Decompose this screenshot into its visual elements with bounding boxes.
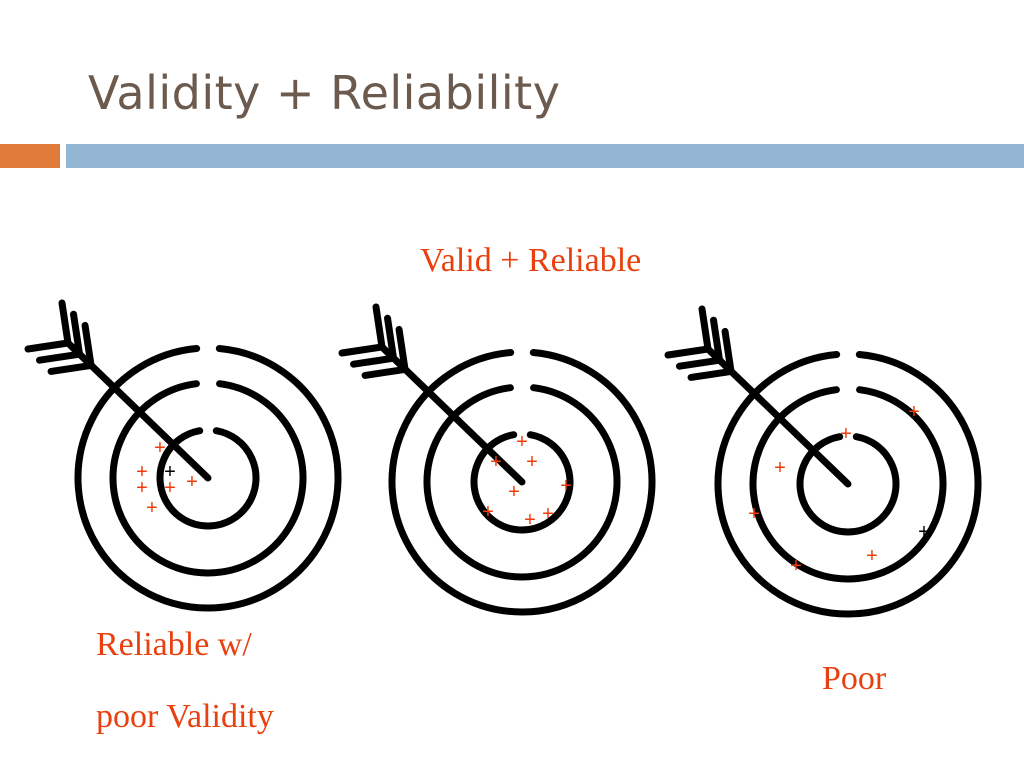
marker-red: + — [748, 503, 760, 525]
marker-red: + — [482, 501, 494, 523]
marker-red: + — [164, 477, 176, 499]
arrow-feather — [36, 350, 84, 364]
caption-reliable-poor-validity-line2: poor Validity — [96, 698, 274, 735]
accent-bar-blue — [66, 144, 1024, 168]
marker-black: + — [164, 461, 176, 483]
marker-red: + — [790, 555, 802, 577]
arrow-feather — [721, 327, 735, 375]
arrow-feather — [361, 365, 409, 379]
caption-poor: Poor — [822, 660, 887, 697]
arrow-feather — [24, 339, 72, 353]
target-ring — [388, 349, 656, 616]
target-ring — [109, 380, 307, 577]
marker-red: + — [186, 471, 198, 493]
marker-red: + — [840, 423, 852, 445]
arrow-feather — [395, 325, 409, 373]
arrow-feather — [664, 345, 712, 359]
marker-red: + — [490, 451, 502, 473]
target-ring — [74, 345, 342, 612]
marker-red: + — [526, 451, 538, 473]
marker-red: + — [154, 437, 166, 459]
caption-reliable-poor-validity-line1: Reliable w/ — [96, 626, 252, 663]
target-ring — [423, 384, 621, 581]
arrow-feather — [47, 361, 95, 375]
arrow-feather — [338, 343, 386, 357]
target-ring — [749, 386, 947, 583]
target-ring — [796, 433, 900, 536]
marker-red: + — [908, 401, 920, 423]
arrow-feather — [350, 354, 398, 368]
target-ring — [714, 351, 982, 618]
target-reliable-poor-validity: +++++++ — [24, 299, 342, 612]
arrow-feather — [58, 299, 72, 347]
arrow-feather — [710, 316, 724, 364]
arrow-feather — [698, 305, 712, 353]
target-ring — [156, 427, 260, 530]
marker-black: + — [918, 521, 930, 543]
arrow-feather — [687, 367, 735, 381]
marker-red: + — [774, 457, 786, 479]
target-poor: + + + + + + + — [664, 305, 982, 618]
marker-red: + — [508, 481, 520, 503]
arrow-feather — [676, 356, 724, 370]
arrow-feather — [81, 321, 95, 369]
marker-red: + — [542, 503, 554, 525]
target-ring — [470, 431, 574, 534]
marker-red: + — [136, 461, 148, 483]
arrow-feather — [384, 314, 398, 362]
slide-title: Validity + Reliability — [88, 66, 561, 120]
accent-bar-orange — [0, 144, 60, 168]
target-valid-reliable: ++++++++ — [338, 303, 656, 616]
marker-red: + — [136, 477, 148, 499]
arrow-feather — [372, 303, 386, 351]
caption-valid-reliable: Valid + Reliable — [420, 242, 642, 279]
marker-red: + — [516, 431, 528, 453]
marker-red: + — [560, 475, 572, 497]
arrow-feather — [70, 310, 84, 358]
marker-red: + — [524, 509, 536, 531]
marker-red: + — [866, 545, 878, 567]
marker-red: + — [146, 497, 158, 519]
